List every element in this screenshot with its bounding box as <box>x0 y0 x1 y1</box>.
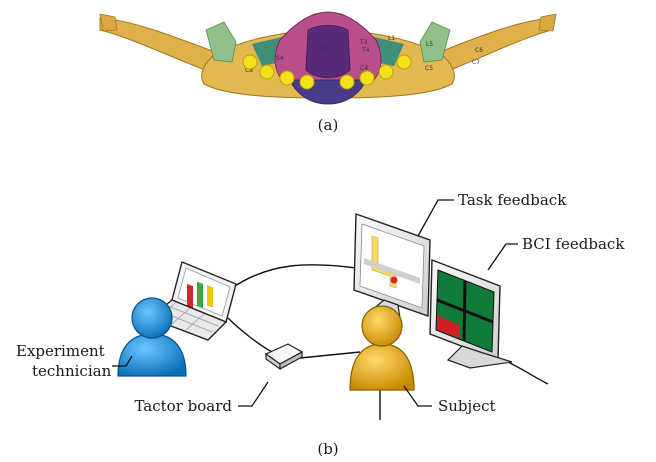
tactor-dot <box>279 70 295 86</box>
dermatome-label: C3 <box>320 73 328 80</box>
subject-head <box>361 305 403 347</box>
laptop-to-board-cable <box>227 317 273 353</box>
right-green-patch <box>419 21 451 63</box>
dermatome-label: T3 <box>359 39 368 46</box>
subject-body <box>349 343 415 391</box>
task-feedback-monitor <box>353 213 431 319</box>
tactor-dot <box>359 70 375 86</box>
tactor-dot <box>396 54 412 70</box>
bci-red-target <box>437 316 460 338</box>
sacral-region <box>305 25 351 78</box>
dermatome-label: C4 <box>360 65 368 72</box>
dermatome-label: S4 <box>276 55 284 62</box>
panel-b-caption: (b) <box>317 440 338 458</box>
task-feedback-label: Task feedback <box>458 191 567 209</box>
bci-feedback-monitor <box>429 258 513 369</box>
laptop-bar-green <box>197 281 203 308</box>
board-to-subject-cable <box>299 351 361 359</box>
dermatome-label: C5 <box>425 65 433 72</box>
cables <box>227 264 549 420</box>
tactor-dot <box>299 74 315 90</box>
subject-figure <box>349 305 415 391</box>
technician-head <box>131 297 173 339</box>
dermatome-label: S1 <box>321 45 329 52</box>
right-hand <box>538 13 557 32</box>
bci-feedback-label: BCI feedback <box>522 235 625 253</box>
left-green-patch <box>205 21 237 63</box>
experiment-technician-label-line2: technician <box>32 362 112 380</box>
laptop-to-monitor-cable <box>231 264 357 289</box>
tactor-board <box>264 343 304 371</box>
leader-lines <box>112 199 518 407</box>
technician-figure <box>117 297 187 377</box>
dermatome-label: C6 <box>475 47 483 54</box>
tactor-positions <box>242 54 412 90</box>
tactor-dot <box>242 54 258 70</box>
dermatome-map: S1 T3 T4 C3 C4 C5 C6 C7 C8 L1 L5 S4 <box>99 11 557 105</box>
laptop-bar-yellow <box>207 285 213 308</box>
dermatome-label: T4 <box>361 47 370 54</box>
left-hand <box>99 13 118 32</box>
tactor-board-label: Tactor board <box>134 397 232 415</box>
panel-a-caption: (a) <box>318 116 339 134</box>
experiment-technician-label-line1: Experiment <box>16 342 105 360</box>
tactor-dot <box>339 74 355 90</box>
dermatome-label: C7 <box>472 59 480 66</box>
technician-body <box>117 333 187 377</box>
dermatome-label: C8 <box>245 67 253 74</box>
tactor-dot <box>378 64 394 80</box>
bci-monitor-cable <box>507 361 549 385</box>
bci-monitor-stand <box>446 345 513 369</box>
task-path <box>371 235 397 289</box>
dermatome-label: L1 <box>388 35 395 42</box>
task-cursor <box>390 276 398 284</box>
subject-label: Subject <box>438 397 496 415</box>
dermatome-label: L5 <box>426 41 433 48</box>
laptop-bar-red <box>187 284 193 309</box>
tactor-dot <box>259 64 275 80</box>
